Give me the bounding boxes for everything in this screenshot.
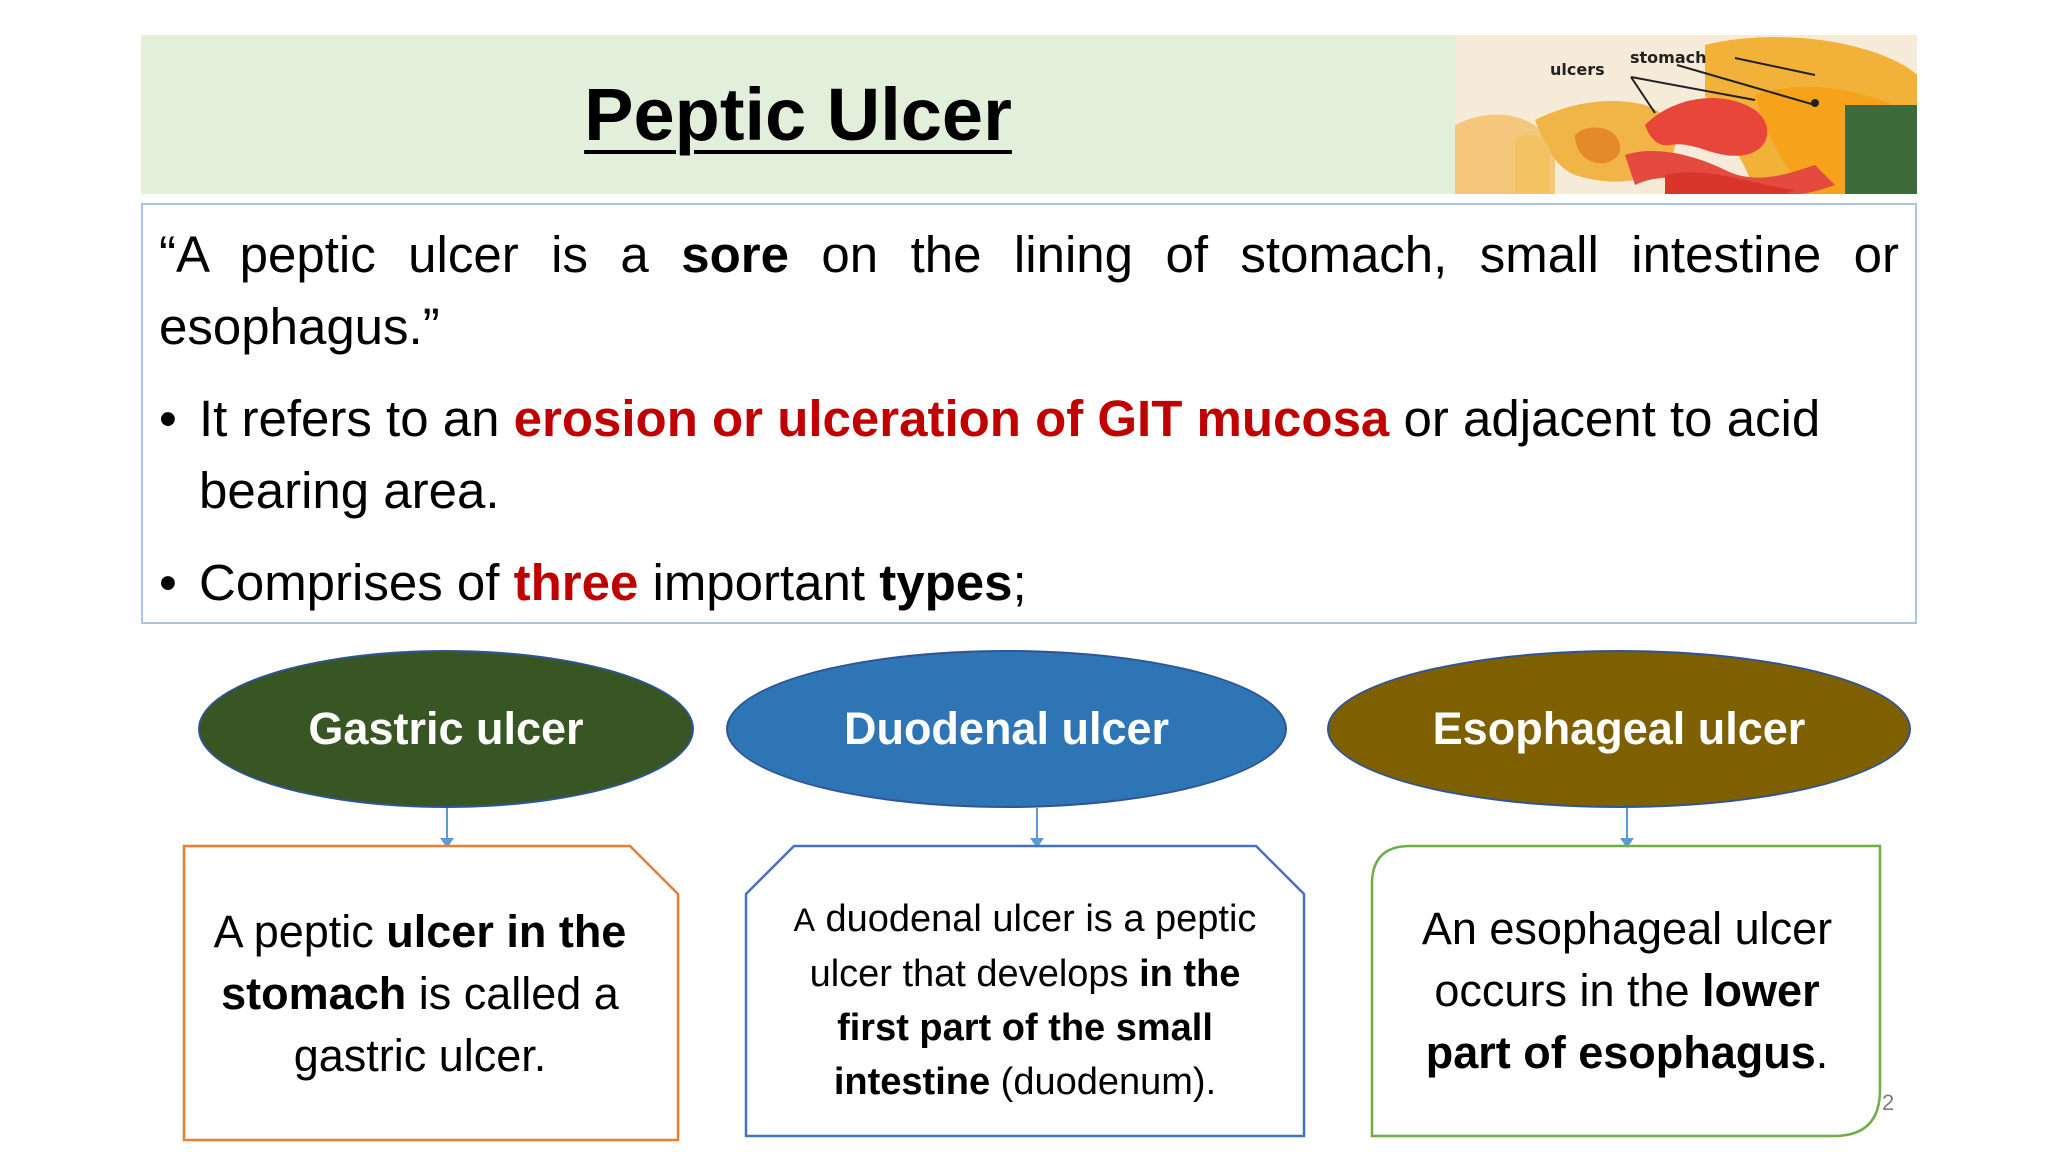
types-keyword: types <box>879 554 1013 611</box>
duodenal-ulcer-ellipse: Duodenal ulcer <box>726 650 1287 808</box>
label-stomach: stomach <box>1630 48 1707 67</box>
stomach-illustration: ulcers stomach <box>1455 35 1917 194</box>
three-highlight: three <box>513 554 639 611</box>
gastric-description: A peptic ulcer in the stomach is called … <box>213 906 627 1081</box>
duodenal-box-outline <box>744 844 1306 1138</box>
bullet-dot: • <box>159 554 177 611</box>
page-number: 2 <box>1882 1090 1895 1115</box>
definition-quote: “A peptic ulcer is a sore on the lining … <box>159 226 1899 355</box>
esophageal-description: An esophageal ulcer occurs in the lower … <box>1421 903 1833 1078</box>
arrow-gastric <box>440 808 454 848</box>
bullet-dot: • <box>159 390 177 447</box>
bullet-erosion: •It refers to an erosion or ulceration o… <box>159 383 1899 527</box>
arrow-duodenal <box>1030 808 1044 848</box>
slide-title: Peptic Ulcer <box>584 73 1012 156</box>
definition-box: “A peptic ulcer is a sore on the lining … <box>141 203 1917 624</box>
label-ulcers: ulcers <box>1550 60 1605 79</box>
bullet-list: •It refers to an erosion or ulceration o… <box>159 383 1899 619</box>
title-bar: Peptic Ulcer <box>141 35 1455 194</box>
gastric-box-outline <box>182 844 680 1142</box>
duodenal-description: A duodenal ulcer is a peptic ulcer that … <box>793 897 1257 1103</box>
arrow-esophageal <box>1620 808 1634 848</box>
gastric-ulcer-ellipse: Gastric ulcer <box>198 650 694 808</box>
erosion-highlight: erosion or ulceration of GIT mucosa <box>513 390 1390 447</box>
bullet-types: •Comprises of three important types; <box>159 547 1899 619</box>
esophageal-ulcer-ellipse: Esophageal ulcer <box>1327 650 1911 808</box>
sore-keyword: sore <box>681 226 789 283</box>
esophageal-box-outline <box>1370 844 1882 1138</box>
